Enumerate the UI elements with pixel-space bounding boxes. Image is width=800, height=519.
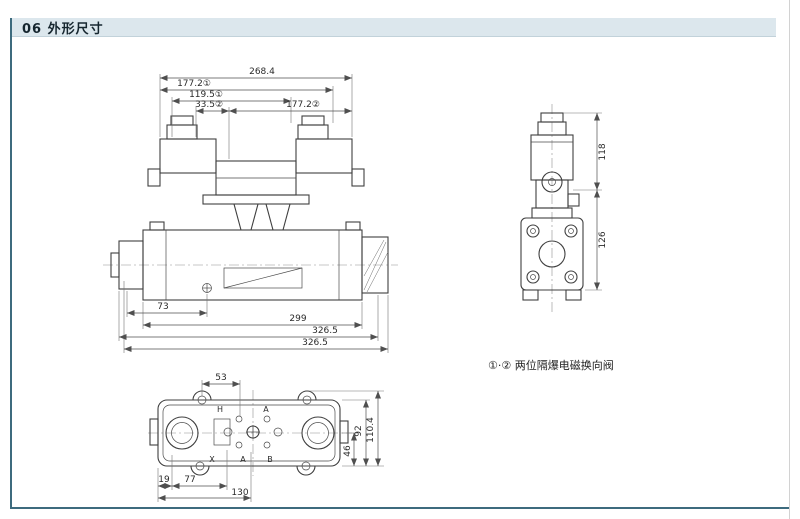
side-view-drawing: 118 126 (520, 104, 608, 312)
port-label-a-top: A (263, 405, 269, 414)
top-view-drawing: H A X A B 53 46 9 (148, 373, 384, 502)
port-label-x: X (209, 455, 215, 464)
port-label-a-bottom: A (240, 455, 246, 464)
dim-46: 46 (343, 445, 353, 457)
legend-note: ①·② 两位隔爆电磁换向阀 (488, 358, 614, 372)
port-label-b: B (267, 455, 273, 464)
page-left-rule (10, 18, 12, 508)
dim-19: 19 (158, 475, 170, 485)
dim-177-2-sol2: 177.2② (286, 100, 320, 110)
section-title: 06 外形尺寸 (22, 21, 104, 37)
dim-268-4: 268.4 (249, 67, 275, 77)
section-header: 06 外形尺寸 (10, 18, 776, 37)
dim-326-5-upper: 326.5 (312, 326, 338, 336)
page-bottom-rule (10, 507, 789, 509)
dim-118: 118 (598, 143, 608, 160)
dim-177-2-sol1: 177.2① (177, 79, 211, 89)
dim-77: 77 (184, 475, 195, 485)
dim-53: 53 (215, 373, 226, 383)
dim-130: 130 (231, 488, 248, 498)
dim-299: 299 (289, 314, 306, 324)
dim-119-5-sol1: 119.5① (189, 90, 223, 100)
dim-92: 92 (354, 425, 364, 436)
front-view-drawing: 268.4 177.2① 119.5① 33.5② 177.2② 73 299 … (103, 67, 398, 353)
dim-33-5-sol2: 33.5② (195, 100, 223, 110)
dim-73: 73 (157, 302, 168, 312)
dim-110-4: 110.4 (366, 417, 376, 443)
port-label-h: H (217, 405, 223, 414)
page-right-edge (789, 0, 790, 519)
dim-326-5-lower: 326.5 (302, 338, 328, 348)
dim-126: 126 (598, 231, 608, 248)
